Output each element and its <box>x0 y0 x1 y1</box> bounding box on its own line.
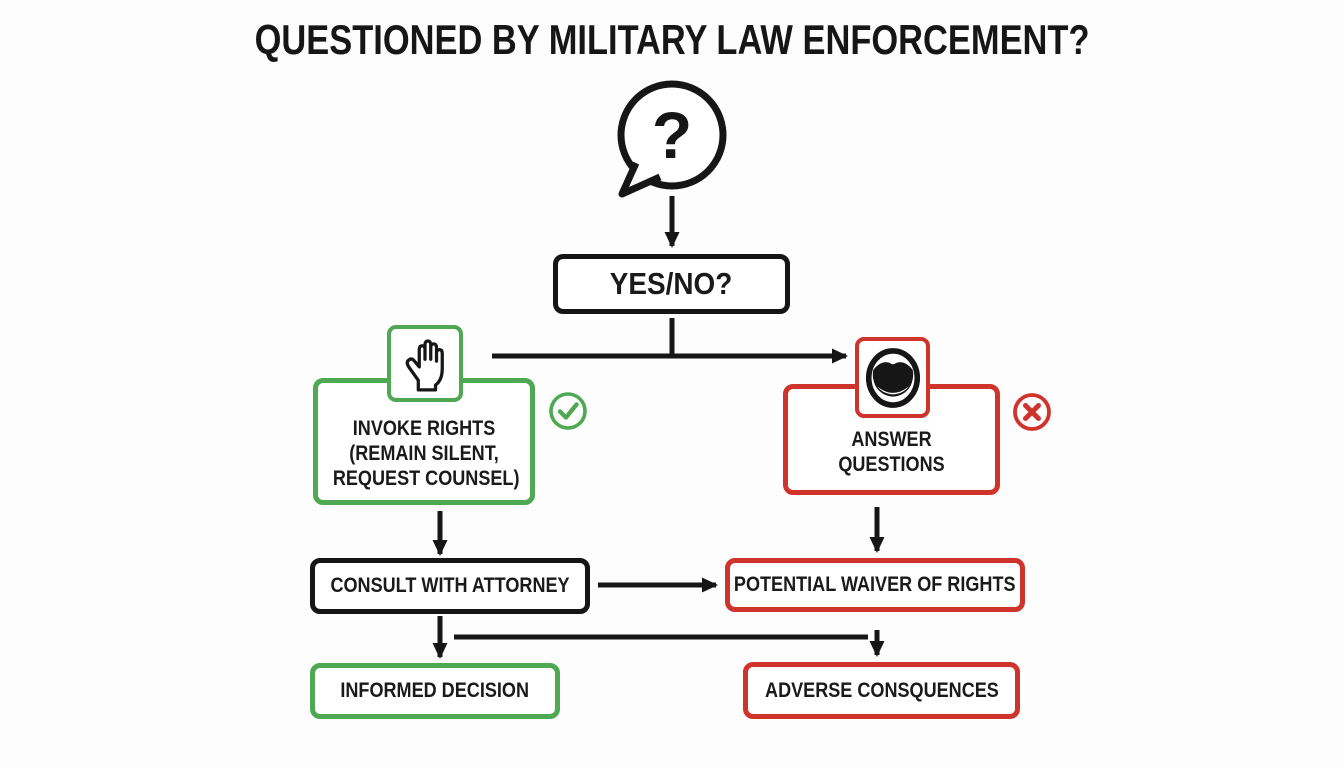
open-mouth-icon <box>865 347 920 408</box>
answer-questions-line2: QUESTIONS <box>838 453 945 476</box>
invoke-rights-line3: REQUEST COUNSEL) <box>332 467 520 490</box>
x-circle-icon <box>1013 393 1051 431</box>
question-glyph: ? <box>652 98 692 172</box>
page-title: QUESTIONED BY MILITARY LAW ENFORCEMENT? <box>254 16 1090 63</box>
potential-waiver-box: POTENTIAL WAIVER OF RIGHTS <box>725 558 1025 612</box>
invoke-rights-line2: (REMAIN SILENT, <box>349 442 499 465</box>
raised-hand-icon <box>405 338 444 392</box>
invoke-rights-line1: INVOKE RIGHTS <box>352 417 496 440</box>
adverse-consequences-box: ADVERSE CONSQUENCES <box>743 662 1020 719</box>
informed-decision-box: INFORMED DECISION <box>310 663 560 719</box>
informed-decision-label: INFORMED DECISION <box>340 679 530 702</box>
decision-box: YES/NO? <box>553 254 790 314</box>
adverse-consequences-label: ADVERSE CONSQUENCES <box>764 678 999 702</box>
open-mouth-icon-box <box>855 337 930 418</box>
potential-waiver-label: POTENTIAL WAIVER OF RIGHTS <box>734 573 1016 596</box>
question-speech-bubble-icon: ? <box>617 80 727 198</box>
decision-label: YES/NO? <box>610 266 733 301</box>
raised-hand-icon-box <box>387 325 463 402</box>
answer-questions-line1: ANSWER <box>851 428 932 451</box>
consult-attorney-label: CONSULT WITH ATTORNEY <box>330 574 570 597</box>
consult-attorney-box: CONSULT WITH ATTORNEY <box>310 558 590 614</box>
check-circle-icon <box>549 392 587 430</box>
